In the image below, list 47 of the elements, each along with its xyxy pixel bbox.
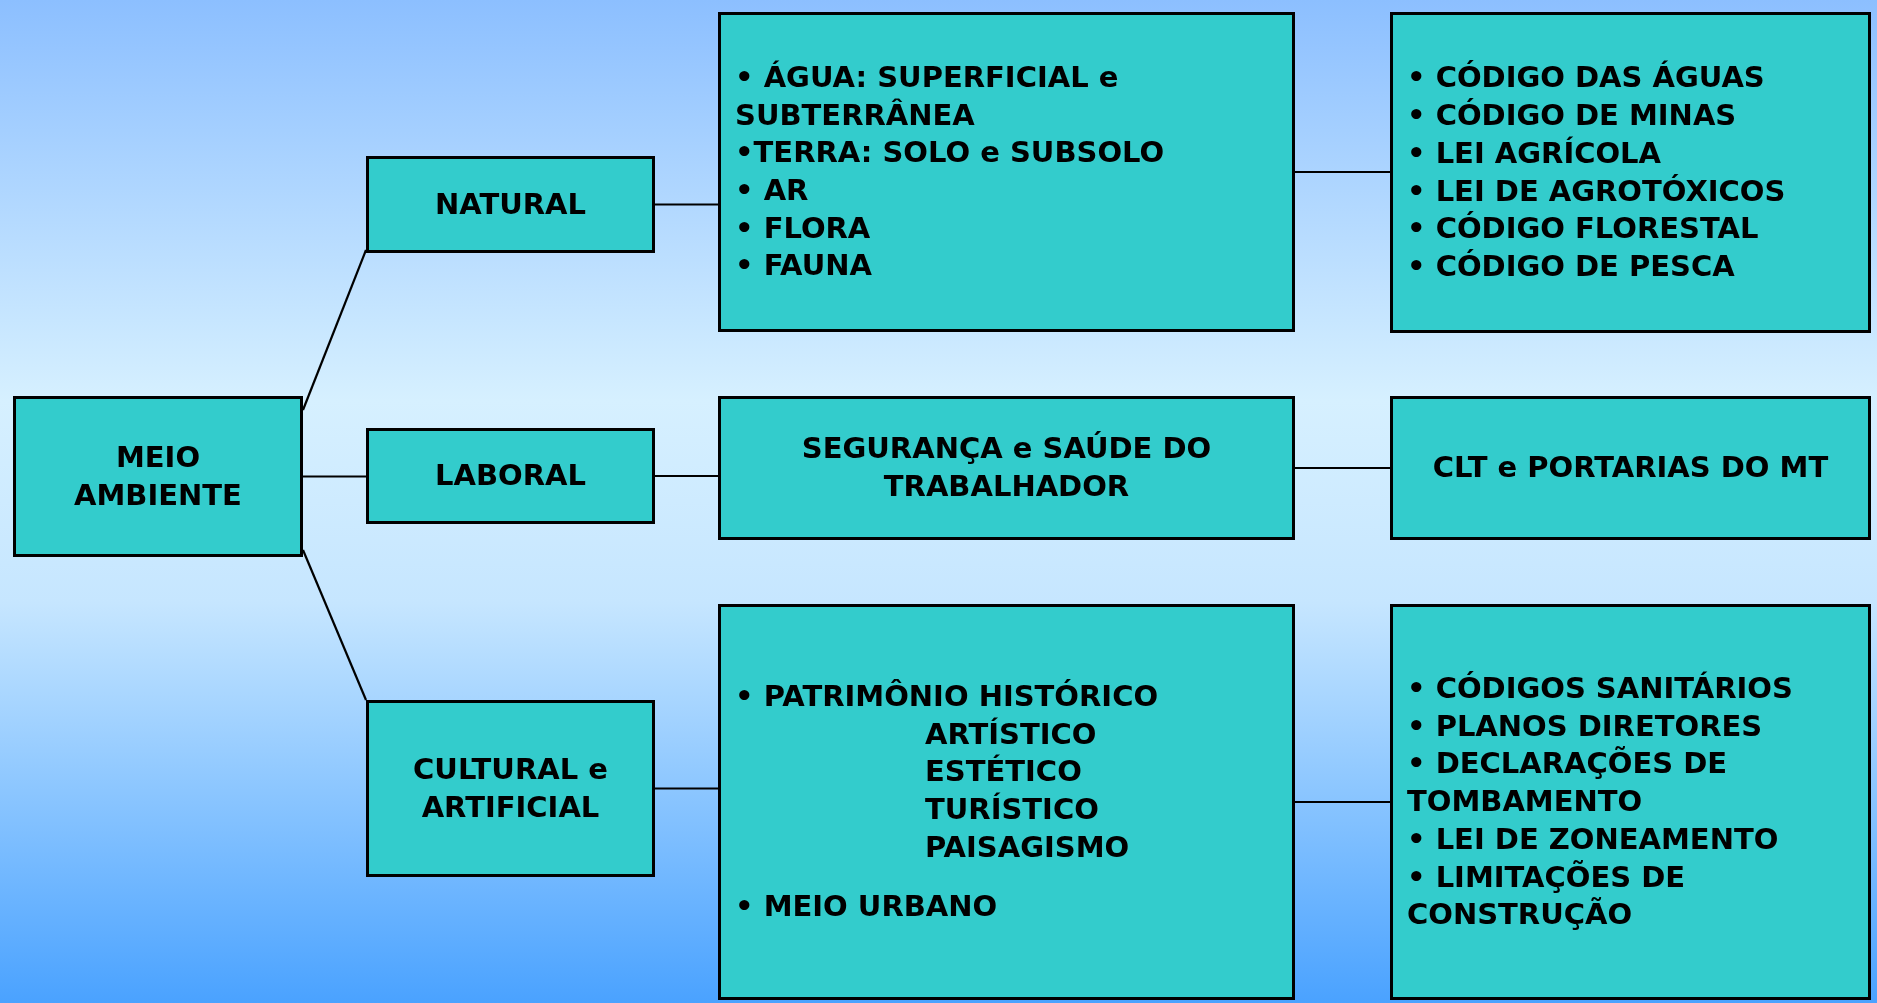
- node-text: • CÓDIGO FLORESTAL: [1407, 210, 1760, 248]
- node-text: ESTÉTICO: [924, 753, 1083, 791]
- node-text: •TERRA: SOLO e SUBSOLO: [735, 134, 1166, 172]
- text-box: [718, 604, 1295, 1000]
- connector-line: [655, 787, 718, 790]
- node-text: • ÁGUA: SUPERFICIAL e SUBTERRÂNEA: [735, 58, 1120, 134]
- node-text: • AR: [735, 172, 810, 209]
- node-text: • LIMITAÇÕES DE CONSTRUÇÃO: [1407, 858, 1687, 934]
- connector-line: [301, 249, 368, 411]
- text-box: [366, 700, 655, 877]
- connector-line: [655, 474, 718, 478]
- node-text: • CÓDIGOS SANITÁRIOS: [1407, 670, 1794, 708]
- node-text: • LEI DE ZONEAMENTO: [1407, 820, 1780, 858]
- connector-line: [302, 549, 367, 701]
- node-text: TURÍSTICO: [924, 791, 1100, 828]
- text-box: [13, 396, 303, 557]
- node-text: NATURAL: [433, 185, 587, 223]
- text-box: [718, 12, 1295, 332]
- connector-line: [1295, 800, 1390, 804]
- node-text: • FLORA: [735, 209, 872, 247]
- connector-line: [655, 203, 718, 206]
- node-text: • CÓDIGO DAS ÁGUAS: [1407, 59, 1766, 97]
- node-text: • DECLARAÇÕES DE TOMBAMENTO: [1407, 745, 1729, 821]
- node-text: SEGURANÇA e SAÚDE DO TRABALHADOR: [800, 430, 1213, 505]
- text-box: [718, 396, 1295, 540]
- node-text: • LEI AGRÍCOLA: [1407, 134, 1663, 172]
- text-box: [366, 428, 655, 524]
- connector-line: [1295, 170, 1390, 174]
- node-text: LABORAL: [434, 457, 587, 495]
- text-box: [366, 156, 655, 253]
- node-text: CLT e PORTARIAS DO MT: [1431, 449, 1830, 487]
- node-text: • FAUNA: [735, 247, 873, 285]
- node-text: PAISAGISMO: [924, 828, 1131, 866]
- node-text: • LEI DE AGROTÓXICOS: [1407, 172, 1787, 210]
- connector-line: [1295, 466, 1390, 470]
- connector-line: [303, 475, 366, 478]
- node-text: • MEIO URBANO: [735, 888, 999, 926]
- node-text: • PATRIMÔNIO HISTÓRICO: [735, 677, 1160, 715]
- node-text: ARTÍSTICO: [924, 715, 1098, 753]
- node-text: CULTURAL e ARTIFICIAL: [412, 750, 609, 826]
- text-box: [1390, 604, 1871, 1000]
- node-text: • CÓDIGO DE MINAS: [1407, 97, 1738, 135]
- text-box: [1390, 396, 1871, 540]
- node-text: MEIO AMBIENTE: [73, 438, 243, 514]
- node-text: • PLANOS DIRETORES: [1407, 707, 1764, 745]
- node-text: • CÓDIGO DE PESCA: [1407, 247, 1736, 285]
- text-box: [1390, 12, 1871, 333]
